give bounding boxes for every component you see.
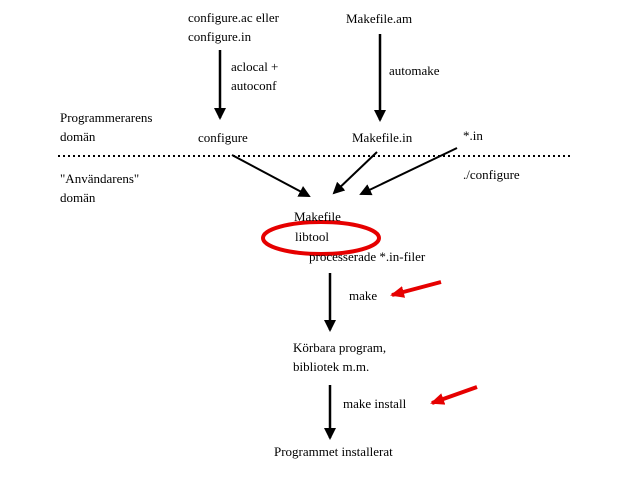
processed-files-label: processerade *.in-filer bbox=[309, 247, 425, 266]
libtool-label: libtool bbox=[295, 227, 329, 246]
makefile-in-label: Makefile.in bbox=[352, 128, 412, 147]
user-domain-line2: domän bbox=[60, 190, 96, 205]
makefile-label: Makefile bbox=[294, 207, 341, 226]
automake-text: automake bbox=[389, 63, 440, 78]
makefile-in-text: Makefile.in bbox=[352, 130, 413, 145]
make-install-label: make install bbox=[343, 394, 406, 413]
arrow-makefile-in-to-makefile bbox=[332, 151, 378, 195]
libtool-highlight-circle bbox=[261, 220, 381, 256]
aclocal-line2: autoconf bbox=[231, 78, 277, 93]
configure-label: configure bbox=[198, 128, 248, 147]
executables-label: Körbara program, bibliotek m.m. bbox=[293, 338, 386, 376]
makefile-am-text: Makefile.am bbox=[346, 11, 413, 26]
executables-line1: Körbara program, bbox=[293, 340, 387, 355]
makefile-am-label: Makefile.am bbox=[346, 9, 412, 28]
programmer-domain-line1: Programmerarens bbox=[60, 110, 153, 125]
user-domain-line1: "Användarens" bbox=[60, 171, 140, 186]
arrow-configure-to-makefile bbox=[231, 154, 311, 197]
installed-label: Programmet installerat bbox=[274, 442, 393, 461]
aclocal-line1: aclocal + bbox=[231, 59, 279, 74]
red-arrow-make bbox=[390, 280, 442, 298]
aclocal-autoconf-label: aclocal + autoconf bbox=[231, 57, 278, 95]
run-configure-label: ./configure bbox=[463, 165, 520, 184]
makefile-text: Makefile bbox=[294, 209, 341, 224]
automake-label: automake bbox=[389, 61, 440, 80]
arrow-star-in-to-makefile bbox=[359, 147, 458, 196]
configure-ac-label: configure.ac eller configure.in bbox=[188, 8, 279, 46]
user-domain-label: "Användarens" domän bbox=[60, 169, 139, 207]
programmer-domain-label: Programmerarens domän bbox=[60, 108, 152, 146]
installed-text: Programmet installerat bbox=[274, 444, 393, 459]
make-label: make bbox=[349, 286, 377, 305]
make-install-text: make install bbox=[343, 396, 407, 411]
executables-line2: bibliotek m.m. bbox=[293, 359, 370, 374]
libtool-text: libtool bbox=[295, 229, 329, 244]
configure-ac-line2: configure.in bbox=[188, 29, 252, 44]
processed-files-text: processerade *.in-filer bbox=[309, 249, 426, 264]
make-text: make bbox=[349, 288, 378, 303]
star-in-label: *.in bbox=[463, 126, 483, 145]
configure-ac-line1: configure.ac eller bbox=[188, 10, 279, 25]
run-configure-text: ./configure bbox=[463, 167, 520, 182]
programmer-domain-line2: domän bbox=[60, 129, 96, 144]
red-arrow-make-install bbox=[430, 385, 478, 405]
configure-text: configure bbox=[198, 130, 248, 145]
star-in-text: *.in bbox=[463, 128, 483, 143]
